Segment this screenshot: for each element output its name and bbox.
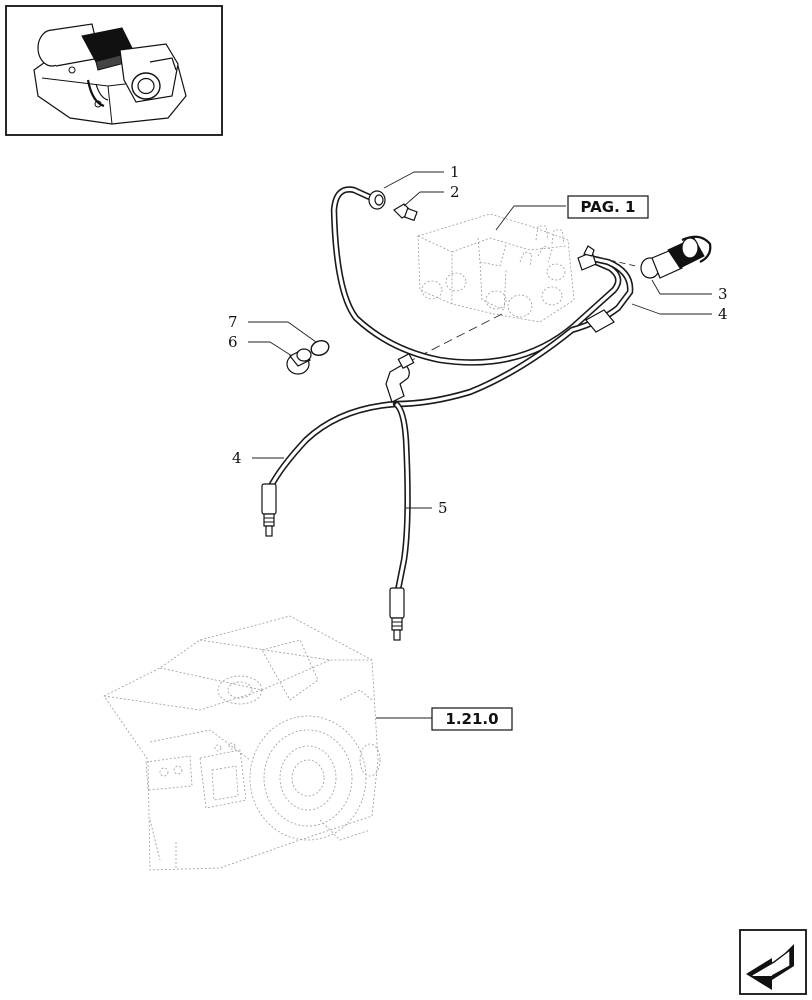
assembly-thumbnail-icon[interactable] <box>5 5 223 136</box>
reference-section-box[interactable]: 1.21.0 <box>431 707 513 731</box>
reference-pag-box[interactable]: PAG. 1 <box>567 195 649 219</box>
callout-6: 6 <box>228 333 238 351</box>
coupler-part-3 <box>577 235 712 279</box>
reference-section-label: 1.21.0 <box>445 710 498 728</box>
reference-pag-label: PAG. 1 <box>581 198 636 216</box>
pipe-4 <box>261 254 634 537</box>
callout-5: 5 <box>438 499 448 517</box>
transmission-housing-ghost <box>103 615 381 871</box>
pipe-1 <box>330 186 622 366</box>
plug-part-6 <box>286 348 312 375</box>
o-ring-part-7 <box>310 340 330 356</box>
pipe-5 <box>385 352 415 641</box>
callout-2: 2 <box>450 183 460 201</box>
callout-4-right: 4 <box>718 305 728 323</box>
callout-4-left: 4 <box>232 449 242 467</box>
next-page-arrow-icon[interactable] <box>739 929 807 995</box>
callout-1: 1 <box>450 163 460 181</box>
fitting-part-2 <box>393 203 418 222</box>
callout-3: 3 <box>718 285 728 303</box>
leader-lines <box>248 171 712 719</box>
callout-7: 7 <box>228 313 238 331</box>
callouts: 1 2 3 4 7 6 4 5 <box>228 163 728 517</box>
